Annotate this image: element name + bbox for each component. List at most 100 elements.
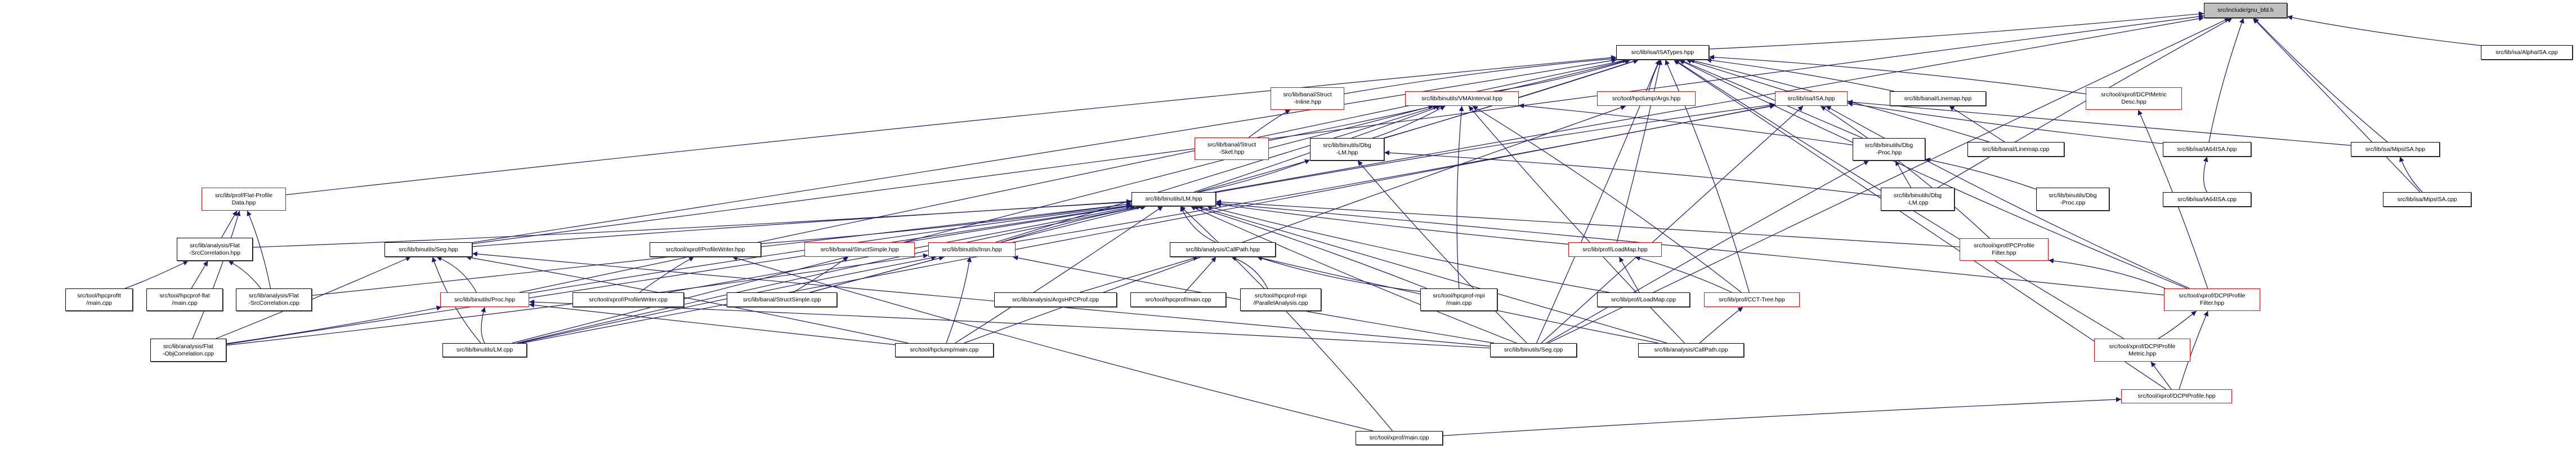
- graph-node-ia64isa-cpp[interactable]: src/lib/isa/IA64ISA.cpp: [2163, 192, 2251, 207]
- graph-node-seg-hpp[interactable]: src/lib/binutils/Seg.hpp: [384, 242, 472, 257]
- edge-pcprofilefilter-to-isa_hpp: [1820, 105, 1990, 239]
- edge-seg_hpp-to-lm_hpp: [472, 199, 1132, 247]
- graph-node-mipsisa-cpp[interactable]: src/lib/isa/MipsISA.cpp: [2383, 192, 2471, 207]
- edge-flatsrccorr_cpp-to-flatsrccorr_hpp: [228, 260, 261, 289]
- graph-node-dbglm-hpp[interactable]: src/lib/binutils/Dbg -LM.hpp: [1310, 138, 1384, 161]
- edge-xprof_main-to-profilewriter_hpp: [732, 256, 1374, 432]
- graph-node-hpclump-main[interactable]: src/tool/hpclump/main.cpp: [895, 343, 994, 357]
- edge-hpclump_main-to-proc_hpp: [529, 303, 896, 345]
- edge-lm_cpp-to-proc_hpp: [481, 306, 486, 344]
- edge-dcpiprofile_hpp-to-isatypes: [1673, 59, 2167, 390]
- graph-node-structsimple-hpp[interactable]: src/lib/banal/StructSimple.hpp: [804, 242, 915, 257]
- edge-dcpiprofilefilter-to-lm_hpp: [1215, 201, 2164, 296]
- graph-node-ia64isa-hpp[interactable]: src/lib/isa/IA64ISA.hpp: [2163, 142, 2251, 157]
- edge-ia64isa_hpp-to-isa_hpp: [1847, 101, 2163, 144]
- edge-seg_cpp-to-proc_hpp: [529, 299, 1491, 349]
- edge-hpcprof_main-to-callpath_hpp: [1184, 256, 1217, 293]
- graph-node-structinline[interactable]: src/lib/banal/Struct -Inline.hpp: [1271, 87, 1344, 110]
- edge-dcpimetricdesc-to-isatypes: [1709, 55, 2086, 95]
- graph-node-profilewriter-cpp[interactable]: src/tool/xprof/ProfileWriter.cpp: [573, 292, 684, 307]
- edge-dbglm_hpp-to-vmainterval: [1372, 105, 1446, 139]
- graph-node-alphaisa-cpp[interactable]: src/lib/isa/AlphaISA.cpp: [2481, 45, 2573, 60]
- edge-seg_cpp-to-seg_hpp: [472, 251, 1491, 347]
- graph-node-dbgproc-cpp[interactable]: src/lib/binutils/Dbg -Proc.cpp: [2036, 188, 2109, 211]
- edge-seg_cpp-to-isa_hpp: [1541, 105, 1804, 344]
- graph-node-flatobjcorr-cpp[interactable]: src/lib/analysis/Flat -ObjCorrelation.cp…: [150, 339, 226, 362]
- graph-node-flatprofiledata[interactable]: src/lib/prof/Flat-Profile Data.hpp: [202, 188, 286, 211]
- edge-args_hpp-to-isatypes: [1648, 59, 1661, 92]
- edge-profilewriter_cpp-to-profilewriter_hpp: [639, 256, 695, 293]
- edge-hpclump_main-to-lm_hpp: [955, 206, 1164, 344]
- graph-node-args-hpp[interactable]: src/tool/hpclump/Args.hpp: [1597, 91, 1696, 106]
- graph-node-callpath-hpp[interactable]: src/lib/analysis/CallPath.hpp: [1170, 242, 1276, 257]
- graph-node-loadmap-hpp[interactable]: src/lib/prof/LoadMap.hpp: [1568, 242, 1662, 257]
- edge-seg_hpp-to-isatypes: [472, 58, 1617, 243]
- edge-flatobjcorr_cpp-to-lm_hpp: [226, 203, 1132, 345]
- graph-node-seg-cpp[interactable]: src/lib/binutils/Seg.cpp: [1490, 343, 1577, 357]
- edge-mipsisa_cpp-to-gnu_bfd: [2252, 17, 2421, 193]
- edge-structinline-to-isatypes: [1344, 56, 1617, 95]
- graph-node-ccttree[interactable]: src/lib/prof/CCT-Tree.hpp: [1704, 292, 1800, 307]
- edge-dcpiprofilefilter-to-isa_hpp: [1826, 105, 2190, 289]
- graph-node-pcprofilefilter[interactable]: src/tool/xprof/PCProfile Filter.hpp: [1960, 238, 2049, 261]
- edge-flatsrccorr_hpp-to-flatprofiledata: [221, 210, 238, 238]
- edge-ccttree-to-isatypes: [1665, 59, 1750, 293]
- graph-node-flatsrccorr-hpp[interactable]: src/lib/analysis/Flat -SrcCorrelation.hp…: [177, 238, 253, 261]
- graph-node-hpcprofflat-main[interactable]: src/tool/hpcprof-flat /main.cpp: [146, 288, 223, 311]
- edge-isatypes-to-gnu_bfd: [1709, 11, 2204, 50]
- graph-node-loadmap-cpp[interactable]: src/lib/prof/LoadMap.cpp: [1597, 292, 1690, 307]
- edge-lm_hpp-to-dbglm_hpp: [1198, 159, 1311, 193]
- graph-node-profilewriter-hpp[interactable]: src/tool/xprof/ProfileWriter.hpp: [650, 242, 761, 257]
- graph-node-vmainterval[interactable]: src/lib/binutils/VMAInterval.hpp: [1405, 91, 1519, 106]
- graph-node-lm-hpp[interactable]: src/lib/binutils/LM.hpp: [1132, 192, 1216, 206]
- graph-node-linemap-cpp[interactable]: src/lib/banal/Linemap.cpp: [1967, 142, 2064, 157]
- edge-dbgproc_hpp-to-isatypes: [1679, 59, 1863, 139]
- graph-node-argshpcprof-cpp[interactable]: src/lib/analysis/ArgsHPCProf.cpp: [994, 292, 1117, 307]
- graph-node-dcpiprofilemetric[interactable]: src/tool/xprof/DCPIProfile Metric.hpp: [2094, 339, 2190, 362]
- graph-node-xprof-main[interactable]: src/tool/xprof/main.cpp: [1356, 431, 1443, 445]
- graph-node-structskel[interactable]: src/lib/banal/Struct -Skel.hpp: [1195, 137, 1269, 160]
- graph-node-isatypes[interactable]: src/lib/isa/ISATypes.hpp: [1616, 45, 1709, 60]
- edge-flatobjcorr_cpp-to-flatprofiledata: [192, 210, 241, 339]
- edge-lm_hpp-to-isatypes: [1197, 59, 1639, 193]
- edge-argshpcprof_cpp-to-callpath_hpp: [1080, 256, 1198, 293]
- graph-node-structsimple-cpp[interactable]: src/lib/banal/StructSimple.cpp: [727, 292, 837, 307]
- graph-node-dbglm-cpp[interactable]: src/lib/binutils/Dbg -LM.cpp: [1881, 188, 1955, 211]
- graph-node-gnu-bfd[interactable]: src/include/gnu_bfd.h: [2204, 3, 2287, 18]
- graph-node-hpcprof-main[interactable]: src/tool/hpcprof/main.cpp: [1130, 292, 1226, 307]
- graph-node-callpath-cpp[interactable]: src/lib/analysis/CallPath.cpp: [1638, 343, 1744, 357]
- graph-node-isa-hpp[interactable]: src/lib/isa/ISA.hpp: [1775, 91, 1848, 106]
- graph-node-dcpimetricdesc[interactable]: src/tool/xprof/DCPIMetric Desc.hpp: [2086, 87, 2182, 110]
- edge-profilewriter_hpp-to-lm_hpp: [761, 202, 1132, 244]
- edge-ccttree-to-vmainterval: [1472, 105, 1742, 293]
- graph-node-insn-hpp[interactable]: src/lib/binutils/Insn.hpp: [928, 242, 1016, 257]
- edge-loadmap_hpp-to-lm_hpp: [1215, 202, 1569, 245]
- edge-flatsrccorr_cpp-to-flatprofiledata: [247, 210, 271, 289]
- edge-seg_cpp-to-dbglm_hpp: [1357, 160, 1527, 344]
- graph-node-dbgproc-hpp[interactable]: src/lib/binutils/Dbg -Proc.hpp: [1853, 138, 1925, 161]
- graph-node-linemap-hpp[interactable]: src/lib/banal/Linemap.hpp: [1890, 91, 1986, 106]
- graph-node-dcpiprofilefilter[interactable]: src/tool/xprof/DCPIProfile Filter.hpp: [2164, 288, 2260, 311]
- edge-mipsisa_cpp-to-mipsisa_hpp: [2399, 156, 2423, 193]
- edge-lm_cpp-to-lm_hpp: [516, 205, 1142, 344]
- edge-lm_cpp-to-vmainterval: [512, 104, 1434, 344]
- edge-dbglm_cpp-to-dbgproc_hpp: [1895, 160, 1912, 188]
- edge-hpclump_main-to-seg_hpp: [466, 255, 909, 344]
- edge-dbglm_cpp-to-dbglm_hpp: [1384, 150, 1881, 197]
- edge-dbgproc_hpp-to-vmainterval: [1518, 103, 1853, 145]
- graph-node-hpcprofmpi-main[interactable]: src/tool/hpcprof-mpi /main.cpp: [1420, 288, 1497, 311]
- edge-dcpiprofilefilter-to-pcprofilefilter: [2048, 258, 2166, 289]
- graph-node-flatsrccorr-cpp[interactable]: src/lib/analysis/Flat -SrcCorrelation.cp…: [236, 288, 312, 311]
- edge-seg_cpp-to-dbgproc_hpp: [1545, 160, 1870, 344]
- graph-node-parallelanalysis[interactable]: src/tool/hpcprof-mpi /ParallelAnalysis.c…: [1240, 288, 1321, 311]
- edge-loadmap_cpp-to-lm_hpp: [1206, 205, 1609, 293]
- edge-hpcprofmpi_main-to-callpath_hpp: [1257, 256, 1421, 292]
- graph-node-dcpiprofile-hpp[interactable]: src/tool/xprof/DCPIProfile.hpp: [2121, 389, 2232, 403]
- graph-node-mipsisa-hpp[interactable]: src/lib/isa/MipsISA.hpp: [2351, 142, 2440, 157]
- graph-node-proc-hpp[interactable]: src/lib/binutils/Proc.hpp: [440, 292, 529, 307]
- edge-loadmap_hpp-to-isatypes: [1616, 59, 1662, 243]
- graph-node-lm-cpp[interactable]: src/lib/binutils/LM.cpp: [442, 343, 527, 357]
- edge-isa_hpp-to-isatypes: [1686, 59, 1788, 92]
- graph-node-hpcproftt-main[interactable]: src/tool/hpcproftt /main.cpp: [65, 288, 133, 311]
